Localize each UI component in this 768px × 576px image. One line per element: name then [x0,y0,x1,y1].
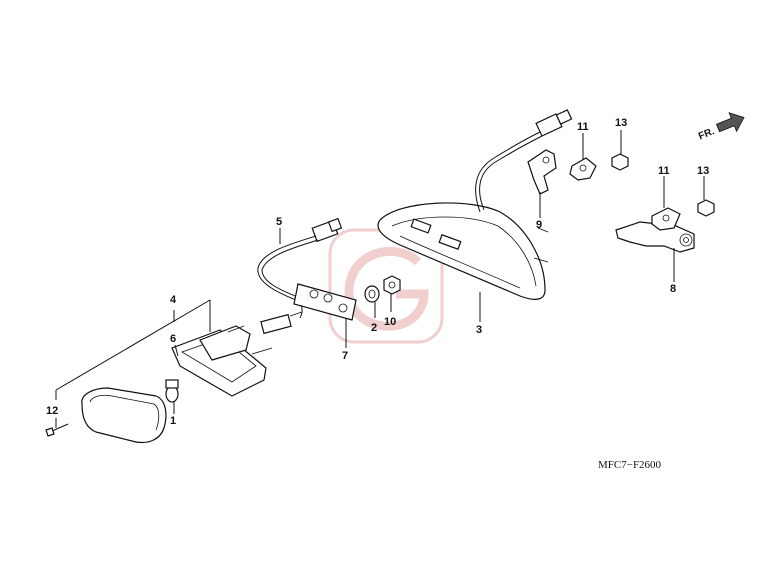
callout-5: 5 [276,216,282,228]
nut-10 [383,275,401,295]
callout-9: 9 [536,219,542,231]
callout-labels: 11 13 11 13 8 9 3 5 2 10 7 4 6 1 12 [46,117,709,427]
callout-13-upper: 13 [615,117,627,129]
front-arrow-icon [715,112,745,133]
screw-12 [45,423,69,437]
nut-13-upper [611,153,629,171]
callout-6: 6 [170,333,176,345]
callout-13-lower: 13 [697,165,709,177]
bracket-9 [527,149,557,195]
drawing-code: MFC7−F2600 [598,459,662,471]
callout-8: 8 [670,283,676,295]
grommet-2 [364,285,380,303]
harness-5 [257,217,343,335]
front-label: FR. [697,126,716,142]
license-light-lens [81,387,167,444]
callout-11-upper: 11 [577,121,589,133]
callout-2: 2 [371,322,377,334]
tail-lamp-assembly [377,109,573,300]
nut-13-lower [697,199,715,217]
reflector-plate-7 [293,283,357,321]
clip-11-lower [651,207,681,231]
callout-12: 12 [46,405,58,417]
callout-10: 10 [384,316,396,328]
clip-11-upper [569,157,597,181]
leader-lines [55,130,705,428]
callout-11-lower: 11 [658,165,670,177]
license-light-base-6 [171,325,273,397]
front-direction-indicator: FR. [697,112,745,142]
callout-7: 7 [342,350,348,362]
callout-4: 4 [170,294,177,306]
bulb-1 [165,379,179,403]
callout-1: 1 [170,415,176,427]
callout-3: 3 [476,324,482,336]
